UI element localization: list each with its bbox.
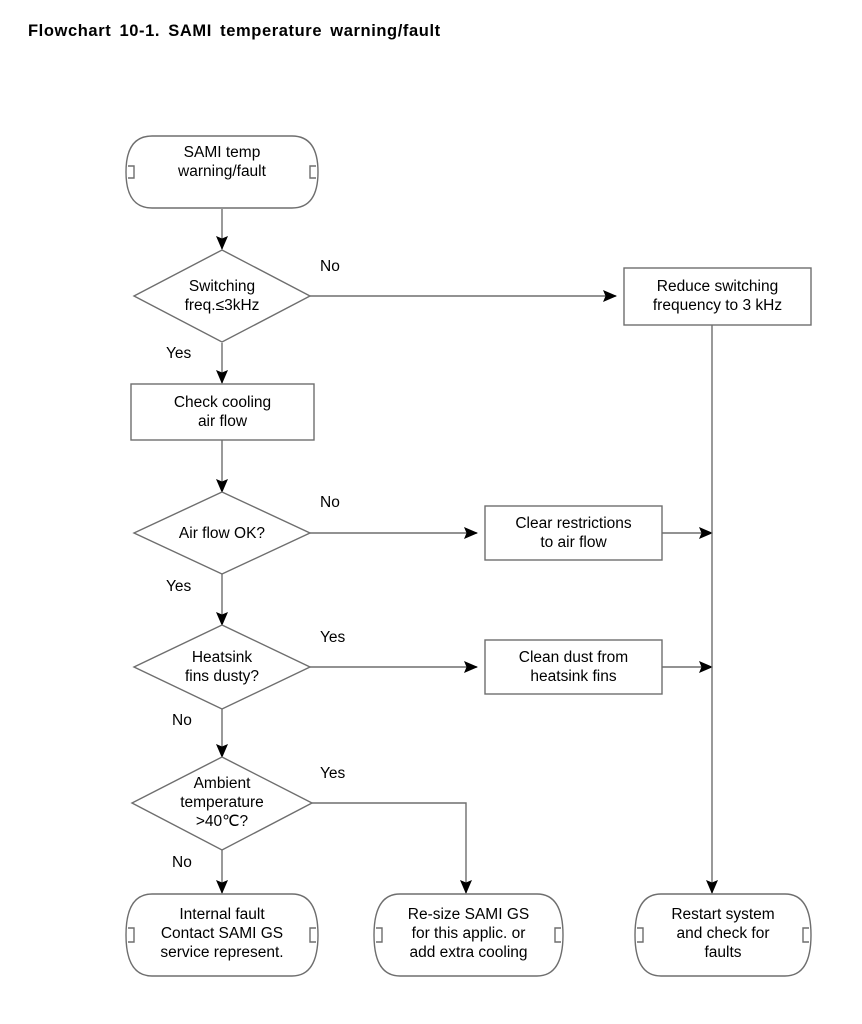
node-internal-fault-shape[interactable]	[125, 893, 319, 977]
node-ambient-shape[interactable]	[130, 756, 314, 851]
node-resize-shape[interactable]	[373, 893, 564, 977]
node-airflow-shape[interactable]	[132, 491, 312, 575]
node-check-cooling-shape[interactable]	[130, 383, 315, 441]
page-title: Flowchart 10-1. SAMI temperature warning…	[28, 22, 441, 40]
edge-layer	[216, 209, 718, 894]
node-clean-dust-shape[interactable]	[484, 639, 663, 695]
node-start-shape[interactable]	[125, 135, 319, 209]
node-resize-notch-left	[376, 927, 383, 943]
node-restart-shape[interactable]	[634, 893, 812, 977]
node-reduce-freq-shape[interactable]	[623, 267, 812, 326]
node-internal-fault-notch-left	[128, 927, 135, 943]
shape-layer	[125, 135, 812, 977]
node-start-notch-left	[128, 165, 135, 179]
node-restart-notch-right	[802, 927, 809, 943]
node-resize-notch-right	[554, 927, 561, 943]
node-clear-restrictions-shape[interactable]	[484, 505, 663, 561]
node-switching-shape[interactable]	[132, 249, 312, 343]
node-internal-fault-notch-right	[309, 927, 316, 943]
node-heatsink-shape[interactable]	[132, 624, 312, 710]
node-start-notch-right	[309, 165, 316, 179]
edge-ambient-yes	[312, 802, 472, 894]
node-restart-notch-left	[637, 927, 644, 943]
